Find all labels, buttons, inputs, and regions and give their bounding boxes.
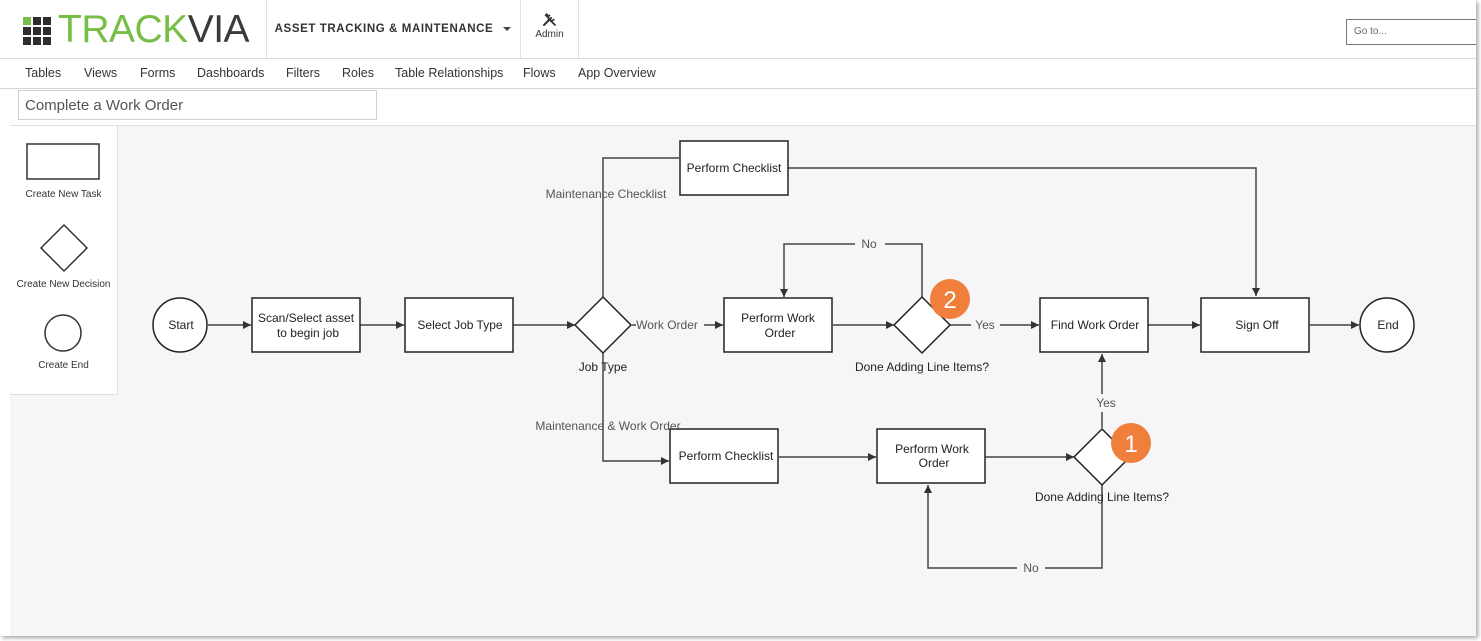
new-task-shape[interactable] bbox=[26, 143, 100, 180]
scan-label-line1: Scan/Select asset bbox=[258, 311, 355, 325]
edge-no-bottom-right bbox=[1045, 485, 1103, 569]
create-new-decision-label: Create New Decision bbox=[16, 279, 111, 290]
pwo-top-label-line1: Perform Work bbox=[741, 311, 816, 325]
main-nav: Tables Views Forms Dashboards Filters Ro… bbox=[0, 59, 1476, 89]
callout-2-number: 2 bbox=[943, 287, 956, 314]
scan-asset-task[interactable] bbox=[251, 297, 361, 353]
create-end-label: Create End bbox=[38, 360, 89, 371]
new-decision-shape[interactable] bbox=[39, 223, 89, 273]
nav-views[interactable]: Views bbox=[84, 66, 118, 80]
done-adding-top-label: Done Adding Line Items? bbox=[855, 360, 989, 374]
perform-checklist-top-task[interactable] bbox=[679, 140, 789, 196]
app-name-label: ASSET TRACKING & MAINTENANCE bbox=[274, 23, 494, 35]
nav-app-overview[interactable]: App Overview bbox=[578, 66, 656, 80]
flow-title-input[interactable]: Complete a Work Order bbox=[18, 90, 377, 120]
nav-table-relationships[interactable]: Table Relationships bbox=[395, 66, 504, 80]
start-node[interactable] bbox=[152, 297, 208, 353]
goto-search-input[interactable]: Go to... bbox=[1346, 19, 1476, 45]
shape-palette: Create New Task Create New Decision Crea… bbox=[10, 126, 118, 395]
flow-canvas[interactable] bbox=[10, 125, 1476, 636]
perform-work-order-top-task[interactable] bbox=[723, 297, 833, 353]
callout-1-number: 1 bbox=[1124, 431, 1137, 458]
select-job-type-task[interactable] bbox=[404, 297, 514, 353]
tools-icon bbox=[542, 13, 556, 26]
yes-top-edge-label: Yes bbox=[975, 318, 995, 332]
done-adding-bottom-label: Done Adding Line Items? bbox=[1035, 490, 1169, 504]
maintenance-checklist-edge-label: Maintenance Checklist bbox=[546, 187, 667, 201]
scan-label-line2: to begin job bbox=[277, 326, 339, 340]
end-label: End bbox=[1377, 318, 1398, 332]
perform-checklist-bottom-task[interactable] bbox=[669, 428, 779, 484]
perform-checklist-top-label: Perform Checklist bbox=[687, 161, 782, 175]
nav-flows[interactable]: Flows bbox=[523, 66, 556, 80]
perform-work-order-bottom-task[interactable] bbox=[876, 428, 986, 484]
edge-no-top-right bbox=[885, 243, 923, 297]
select-job-type-label: Select Job Type bbox=[417, 318, 502, 332]
work-order-edge-label: Work Order bbox=[636, 318, 698, 332]
admin-label: Admin bbox=[535, 29, 564, 40]
edge-checklist-top-signoff bbox=[788, 167, 1260, 296]
logo-wordmark: TRACKVIA bbox=[58, 8, 250, 51]
top-bar: TRACKVIA ASSET TRACKING & MAINTENANCE Ad… bbox=[0, 0, 1476, 59]
no-top-edge-label: No bbox=[861, 237, 877, 251]
edge-no-bottom-left bbox=[924, 485, 1017, 569]
nav-filters[interactable]: Filters bbox=[286, 66, 321, 80]
yes-bottom-edge-label: Yes bbox=[1096, 396, 1116, 410]
nav-tables[interactable]: Tables bbox=[25, 66, 62, 80]
perform-checklist-bottom-label: Perform Checklist bbox=[679, 449, 774, 463]
nav-forms[interactable]: Forms bbox=[140, 66, 176, 80]
find-work-order-task[interactable] bbox=[1039, 297, 1149, 353]
edge-jobtype-checklist-bottom bbox=[602, 353, 669, 465]
callout-2-badge bbox=[930, 279, 970, 319]
edge-no-top-left bbox=[780, 243, 855, 297]
logo-grid-icon bbox=[23, 17, 51, 45]
nav-dashboards[interactable]: Dashboards bbox=[197, 66, 265, 80]
edge-jobtype-checklist-top bbox=[602, 157, 679, 297]
pwo-top-label-line2: Order bbox=[765, 326, 796, 340]
trackvia-logo[interactable]: TRACKVIA bbox=[0, 0, 267, 58]
maintenance-work-order-edge-label: Maintenance & Work Order bbox=[535, 419, 680, 433]
sign-off-task[interactable] bbox=[1200, 297, 1310, 353]
logo-track-text: TRACK bbox=[58, 8, 188, 51]
job-type-decision[interactable] bbox=[573, 295, 633, 355]
find-work-order-label: Find Work Order bbox=[1051, 318, 1139, 332]
new-end-shape[interactable] bbox=[44, 314, 82, 352]
pwo-bottom-label-line2: Order bbox=[919, 456, 950, 470]
logo-via-text: VIA bbox=[187, 8, 250, 51]
end-node[interactable] bbox=[1359, 297, 1415, 353]
sign-off-label: Sign Off bbox=[1235, 318, 1279, 332]
admin-button[interactable]: Admin bbox=[521, 0, 579, 58]
job-type-label: Job Type bbox=[579, 360, 628, 374]
caret-down-icon bbox=[503, 27, 512, 31]
nav-roles[interactable]: Roles bbox=[342, 66, 374, 80]
callout-1-badge bbox=[1111, 423, 1151, 463]
app-switcher-dropdown[interactable]: ASSET TRACKING & MAINTENANCE bbox=[266, 0, 521, 58]
start-label: Start bbox=[168, 318, 194, 332]
pwo-bottom-label-line1: Perform Work bbox=[895, 442, 970, 456]
no-bottom-edge-label: No bbox=[1023, 561, 1039, 575]
create-new-task-label: Create New Task bbox=[25, 189, 102, 200]
